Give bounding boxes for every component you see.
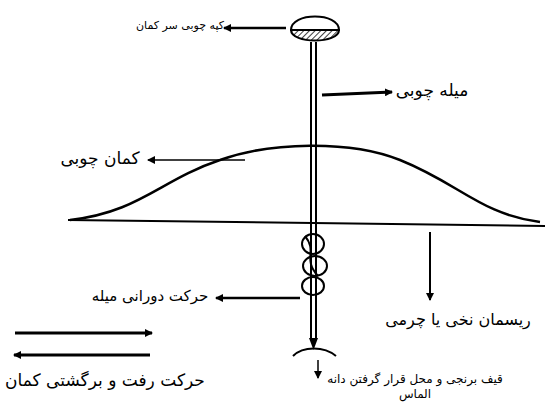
motion-label: حرکت دورانی میله	[92, 287, 209, 306]
string-loops	[302, 234, 327, 295]
brass-funnel	[293, 349, 336, 357]
pointer-arrow	[224, 27, 286, 30]
pointer-arrow	[429, 232, 431, 300]
wooden-bow	[70, 146, 540, 222]
pointer-arrow	[322, 92, 392, 95]
pointer-arrow	[148, 159, 245, 161]
motion-arrow	[15, 332, 152, 335]
part-label: کپه چوبی سر کمان	[136, 19, 224, 33]
part-label: قیف برنجی و محل قرار گرفتن دانه الماس	[315, 372, 515, 402]
pointer-arrow	[317, 360, 319, 378]
motion-label: حرکت رفت و برگشتی کمان	[5, 370, 205, 391]
pointer-arrow	[216, 297, 300, 300]
wooden-cap	[291, 17, 339, 41]
part-label: میله چوبی	[396, 80, 469, 101]
motion-arrow	[14, 354, 150, 357]
part-label: ریسمان نخی یا چرمی	[385, 310, 531, 330]
wooden-rod	[309, 42, 318, 350]
bow-string	[68, 220, 545, 226]
part-label: کمان چوبی	[60, 148, 139, 169]
